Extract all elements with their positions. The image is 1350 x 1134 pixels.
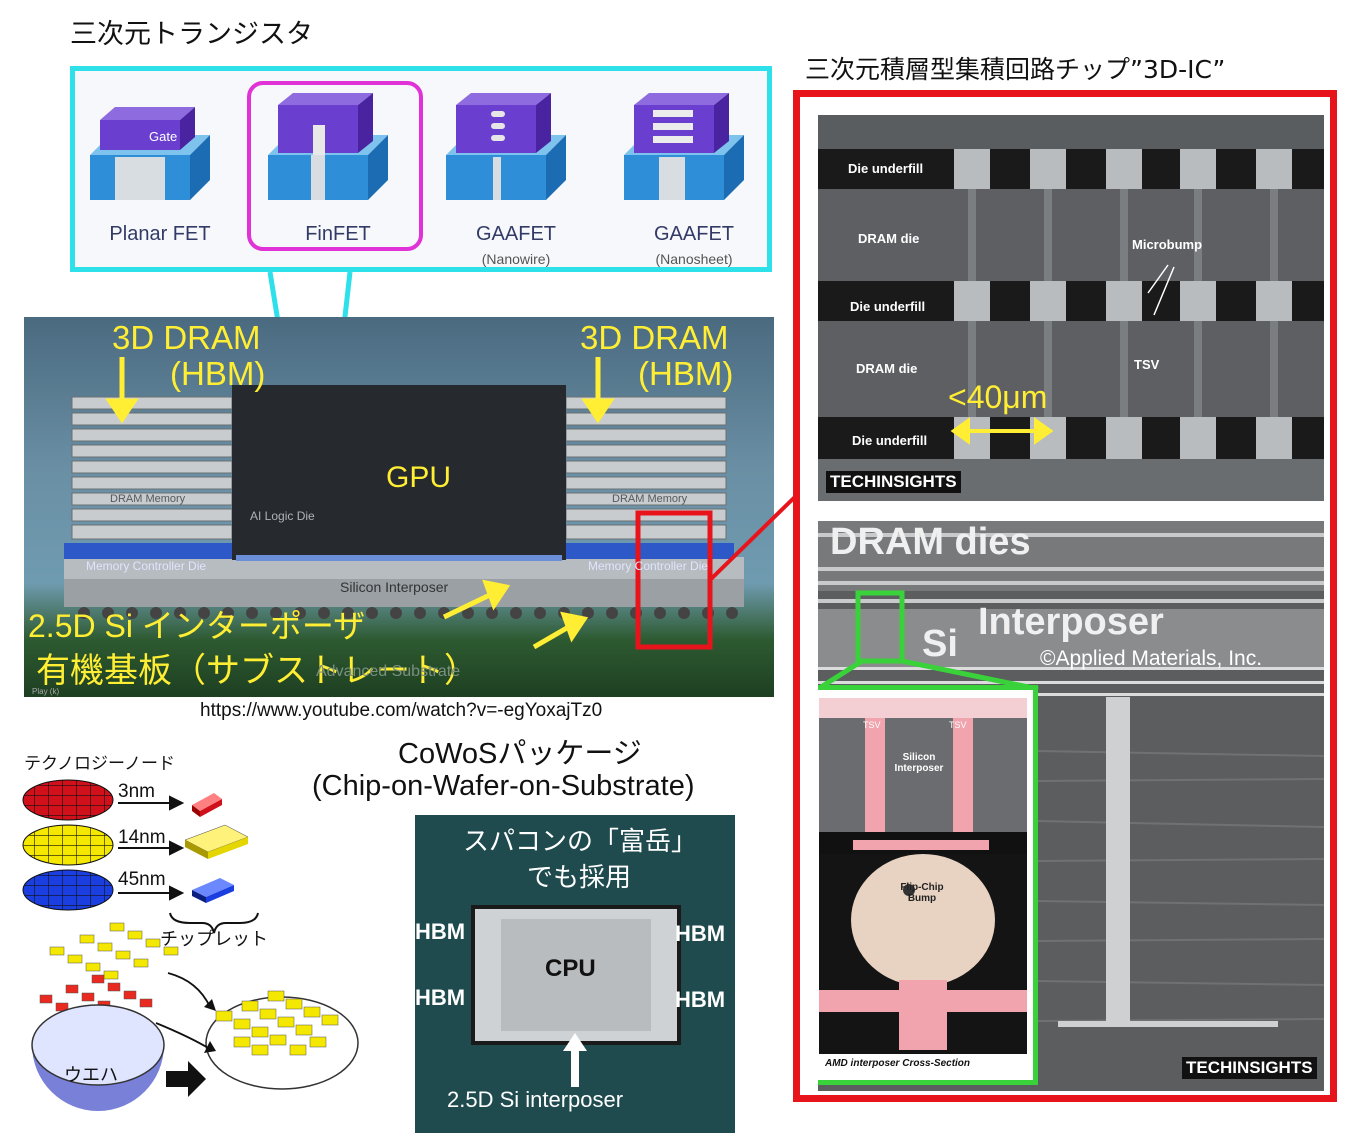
- gaafet-nanowire-sub: (Nanowire): [481, 251, 551, 267]
- ic-panel: Die underfill DRAM die Die underfill DRA…: [793, 90, 1337, 1102]
- substrate-jp-label: 有機基板（サブストレート）: [36, 652, 478, 690]
- sem-top-drawing: [818, 115, 1324, 501]
- gaafet-nanosheet-label: GAAFET: [653, 223, 734, 245]
- cowos-drawing: [64, 357, 744, 650]
- tech-node-title: テクノロジーノード: [24, 754, 175, 774]
- node-14nm: 14nm: [118, 827, 166, 848]
- gaafet-nanosheet-illustration: [624, 93, 744, 200]
- source-url[interactable]: https://www.youtube.com/watch?v=-egYoxaj…: [200, 700, 603, 721]
- transistor-planar: Gate Planar FET: [85, 85, 235, 271]
- inset-tsv-right: TSV: [949, 720, 967, 730]
- planar-fet-illustration: Gate: [90, 107, 210, 200]
- advanced-substrate-label: Advanced Substrate: [316, 663, 461, 680]
- hbm-left-line2: (HBM): [170, 355, 266, 392]
- flip-chip-bump-label: Flip-Chip Bump: [900, 882, 944, 904]
- tsv-label: TSV: [1134, 357, 1160, 372]
- play-label[interactable]: Play (k): [32, 687, 60, 696]
- fugaku-interposer-label: 2.5D Si interposer: [447, 1087, 624, 1112]
- inset-cross-section: TSV TSV Silicon Interposer Flip-Chip Bum…: [818, 685, 1038, 1085]
- techinsights-logo-bottom: TECHINSIGHTS: [1182, 1057, 1317, 1079]
- wafer-label: ウエハ: [64, 1065, 118, 1086]
- fugaku-caption-line2: でも採用: [527, 863, 632, 893]
- interposer-jp-label: 2.5D Si インターポーザ: [28, 608, 366, 644]
- hbm-label-tr: HBM: [675, 921, 726, 946]
- fugaku-caption-line1: スパコンの「富岳」: [463, 827, 698, 857]
- gaafet-nanowire-illustration: [446, 93, 566, 200]
- mem-ctrl-right-label: Memory Controller Die: [588, 559, 709, 573]
- ai-logic-label: AI Logic Die: [250, 509, 315, 523]
- interposer-label: Interposer: [978, 601, 1164, 643]
- sem-bottom-drawing: [818, 521, 1324, 1027]
- sem-top-image: Die underfill DRAM die Die underfill DRA…: [818, 115, 1324, 501]
- microbump-label: Microbump: [1132, 237, 1203, 252]
- inset-caption: AMD interposer Cross-Section: [825, 1058, 971, 1069]
- transistor-gaafet-nanowire: GAAFET (Nanowire): [441, 85, 591, 271]
- hbm-right-line2: (HBM): [638, 355, 734, 392]
- hbm-right-line1: 3D DRAM: [580, 319, 729, 356]
- inset-tsv-left: TSV: [863, 720, 881, 730]
- sem-label-underfill-3: Die underfill: [852, 433, 928, 448]
- inset-silicon-interposer-label: Silicon Interposer: [894, 752, 944, 774]
- finfet-illustration: [268, 93, 388, 200]
- gpu-label: GPU: [386, 461, 452, 494]
- inset-drawing: [819, 698, 1027, 1054]
- transistor-heading: 三次元トランジスタ: [70, 19, 313, 50]
- gate-label: Gate: [149, 129, 177, 144]
- cowos-title: CoWoSパッケージ: [398, 738, 642, 770]
- ic-heading: 三次元積層型集積回路チップ”3D-IC”: [805, 55, 1226, 84]
- transistor-finfet: FinFET: [247, 81, 423, 271]
- sem-bottom-image: DRAM dies Interposer Si ©Applied Materia…: [818, 521, 1324, 1091]
- tech-node-drawing: [22, 779, 359, 1111]
- node-3nm: 3nm: [118, 781, 155, 802]
- silicon-interposer-label: Silicon Interposer: [340, 579, 449, 595]
- chiplet-label: チップレット: [160, 929, 268, 950]
- hbm-left-line1: 3D DRAM: [112, 319, 261, 356]
- interposer-arrow: [563, 1033, 587, 1087]
- hbm-label-br: HBM: [675, 987, 726, 1012]
- finfet-highlight-box: [247, 81, 423, 251]
- sem-label-underfill-2: Die underfill: [850, 299, 926, 314]
- sem-label-underfill-1: Die underfill: [848, 161, 924, 176]
- transistor-gaafet-nanosheet: GAAFET (Nanosheet): [619, 85, 769, 271]
- fugaku-package-photo: スパコンの「富岳」 でも採用 HBM HBM HBM HBM CPU 2.5D …: [415, 815, 735, 1133]
- dram-dies-label: DRAM dies: [830, 521, 1031, 563]
- mem-ctrl-left-label: Memory Controller Die: [86, 559, 207, 573]
- cpu-label: CPU: [545, 955, 596, 982]
- si-label: Si: [922, 623, 958, 665]
- node-45nm: 45nm: [118, 869, 166, 890]
- applied-materials-credit: ©Applied Materials, Inc.: [1040, 647, 1263, 670]
- transistor-panel: Gate Planar FET FinFET: [70, 66, 772, 272]
- planar-fet-label: Planar FET: [109, 223, 211, 245]
- gaafet-nanosheet-sub: (Nanosheet): [655, 251, 733, 267]
- cpu-die: [501, 919, 651, 1031]
- dram-memory-right-label: DRAM Memory: [612, 493, 688, 505]
- tech-node-diagram: テクノロジーノード: [20, 745, 400, 1134]
- package-lid: [471, 905, 681, 1045]
- finfet-label: FinFET: [305, 223, 371, 245]
- techinsights-logo-top: TECHINSIGHTS: [826, 471, 961, 493]
- hbm-label-bl: HBM: [415, 985, 466, 1010]
- dram-memory-left-label: DRAM Memory: [110, 493, 186, 505]
- gaafet-nanowire-label: GAAFET: [475, 223, 556, 245]
- sem-label-dram-2: DRAM die: [856, 361, 918, 376]
- sem-label-dram-1: DRAM die: [858, 231, 920, 246]
- pitch-label: <40μm: [948, 379, 1048, 415]
- cowos-subtitle: (Chip-on-Wafer-on-Substrate): [312, 770, 695, 802]
- cowos-illustration: 3D DRAM (HBM) 3D DRAM (HBM) GPU AI Logic…: [24, 317, 774, 697]
- red-connector: [708, 488, 804, 582]
- hbm-label-tl: HBM: [415, 919, 466, 944]
